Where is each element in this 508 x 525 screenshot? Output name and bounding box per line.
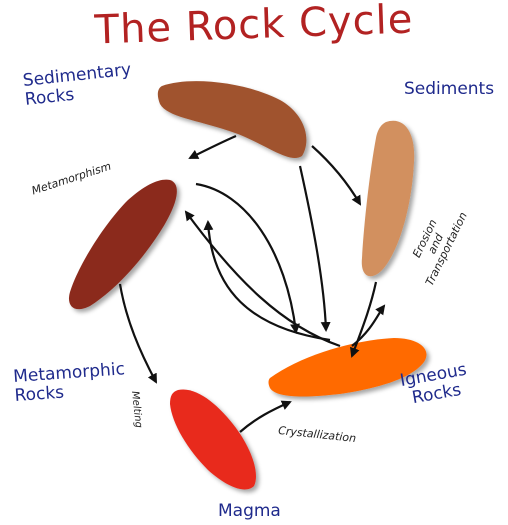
metamorphic-rocks-label: Metamorphic Rocks xyxy=(14,368,126,406)
magma-label: Magma xyxy=(218,502,281,521)
arrow-sedimentary-to-metamorphic xyxy=(190,136,236,158)
arrow-meta-to-igneous xyxy=(196,184,296,332)
metamorphic-rocks-shape xyxy=(69,180,177,310)
sedimentary-rocks-label: Sedimentary Rocks xyxy=(24,72,133,110)
sedimentary-rocks-shape xyxy=(158,81,307,158)
sediments-shape xyxy=(362,121,414,277)
sediments-label: Sediments xyxy=(404,80,494,99)
arrow-igneous-to-metamorphic-2 xyxy=(208,222,330,340)
magma-shape xyxy=(170,389,256,489)
igneous-rocks-label: Igneous Rocks xyxy=(402,372,469,410)
arrow-sedimentary-to-igneous xyxy=(300,166,326,330)
arrow-sedimentary-to-sediments xyxy=(312,146,360,204)
magma-line1: Magma xyxy=(218,502,281,521)
sediments-line1: Sediments xyxy=(404,80,494,99)
